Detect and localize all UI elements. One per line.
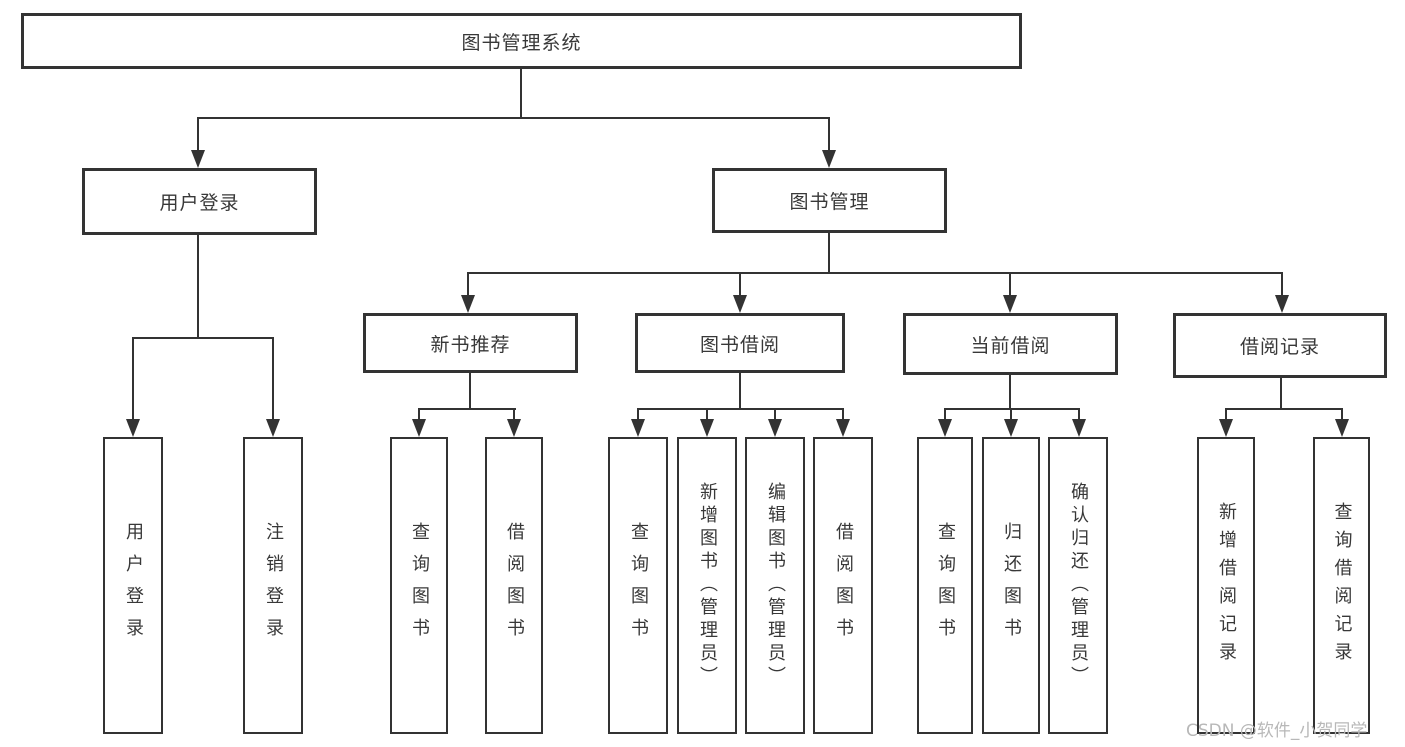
arrow-down-icon [1004, 419, 1018, 437]
connector-line [637, 408, 844, 410]
leaf-borrow-books-recommend: 借阅图书 [485, 437, 543, 734]
arrow-down-icon [412, 419, 426, 437]
node-label: 图书管理 [789, 191, 870, 213]
connector-line [467, 272, 469, 297]
arrow-down-icon [1072, 419, 1086, 437]
connector-line [1010, 408, 1012, 421]
connector-line [1078, 408, 1080, 421]
leaf-query-borrow-record: 查询借阅记录 [1313, 437, 1370, 734]
node-root-library-system: 图书管理系统 [21, 13, 1022, 69]
connector-line [197, 117, 830, 119]
node-label: 图书管理系统 [461, 31, 582, 54]
node-label: 编辑图书（管理员） [765, 482, 786, 689]
node-new-book-recommend: 新书推荐 [363, 313, 578, 373]
leaf-add-borrow-record: 新增借阅记录 [1197, 437, 1255, 734]
arrow-down-icon [822, 150, 836, 168]
arrow-down-icon [733, 295, 747, 313]
node-label: 注销登录 [263, 521, 284, 650]
connector-line [469, 373, 471, 410]
arrow-down-icon [768, 419, 782, 437]
node-label: 查询图书 [935, 521, 956, 650]
connector-line [1009, 272, 1011, 297]
connector-line [520, 69, 522, 117]
leaf-query-books-borrow: 查询图书 [608, 437, 668, 734]
node-label: 归还图书 [1001, 521, 1022, 650]
leaf-query-books-current: 查询图书 [917, 437, 973, 734]
node-borrow-records: 借阅记录 [1173, 313, 1387, 378]
connector-line [197, 117, 199, 152]
arrow-down-icon [1335, 419, 1349, 437]
leaf-borrow-books: 借阅图书 [813, 437, 873, 734]
arrow-down-icon [1003, 295, 1017, 313]
leaf-return-books: 归还图书 [982, 437, 1040, 734]
connector-line [944, 408, 946, 421]
node-user-login: 用户登录 [82, 168, 317, 235]
connector-line [1225, 408, 1227, 421]
node-book-borrow: 图书借阅 [635, 313, 845, 373]
arrow-down-icon [461, 295, 475, 313]
leaf-add-books-admin: 新增图书（管理员） [677, 437, 737, 734]
connector-line [774, 408, 776, 421]
leaf-confirm-return-admin: 确认归还（管理员） [1048, 437, 1108, 734]
arrow-down-icon [266, 419, 280, 437]
node-label: 用户登录 [123, 521, 144, 650]
arrow-down-icon [507, 419, 521, 437]
connector-line [418, 408, 420, 421]
node-label: 用户登录 [159, 192, 240, 214]
node-book-management: 图书管理 [712, 168, 947, 233]
connector-line [828, 117, 830, 152]
connector-line [944, 408, 1080, 410]
node-label: 确认归还（管理员） [1068, 482, 1089, 689]
arrow-down-icon [631, 419, 645, 437]
node-label: 查询图书 [409, 521, 430, 650]
node-label: 借阅记录 [1239, 336, 1320, 358]
connector-line [706, 408, 708, 421]
arrow-down-icon [126, 419, 140, 437]
arrow-down-icon [938, 419, 952, 437]
connector-line [197, 235, 199, 339]
connector-line [418, 408, 516, 410]
node-label: 新增图书（管理员） [697, 482, 718, 689]
connector-line [842, 408, 844, 421]
leaf-query-books-recommend: 查询图书 [390, 437, 448, 734]
node-label: 当前借阅 [970, 334, 1051, 357]
connector-line [1281, 272, 1283, 297]
arrow-down-icon [700, 419, 714, 437]
leaf-user-login: 用户登录 [103, 437, 163, 734]
leaf-edit-books-admin: 编辑图书（管理员） [745, 437, 805, 734]
csdn-watermark: CSDN @软件_小贺同学 [1186, 721, 1368, 741]
connector-line [1225, 408, 1343, 410]
node-label: 借阅图书 [504, 521, 525, 650]
connector-line [1009, 375, 1011, 410]
node-label: 借阅图书 [833, 521, 854, 650]
node-label: 查询借阅记录 [1331, 501, 1353, 670]
node-label: 新增借阅记录 [1216, 501, 1237, 670]
connector-line [739, 373, 741, 410]
leaf-logout: 注销登录 [243, 437, 303, 734]
arrow-down-icon [1219, 419, 1233, 437]
connector-line [1341, 408, 1343, 421]
arrow-down-icon [836, 419, 850, 437]
node-label: 查询图书 [628, 521, 649, 650]
connector-line [272, 337, 274, 421]
node-label: 图书借阅 [699, 333, 780, 356]
connector-line [513, 408, 515, 421]
connector-line [1280, 378, 1282, 410]
node-label: 新书推荐 [430, 333, 511, 356]
node-current-borrow: 当前借阅 [903, 313, 1118, 375]
connector-line [828, 233, 830, 274]
arrow-down-icon [191, 150, 205, 168]
arrow-down-icon [1275, 295, 1289, 313]
connector-line [132, 337, 134, 421]
connector-line [739, 272, 741, 297]
connector-line [637, 408, 639, 421]
connector-line [132, 337, 274, 339]
connector-line [467, 272, 1283, 274]
